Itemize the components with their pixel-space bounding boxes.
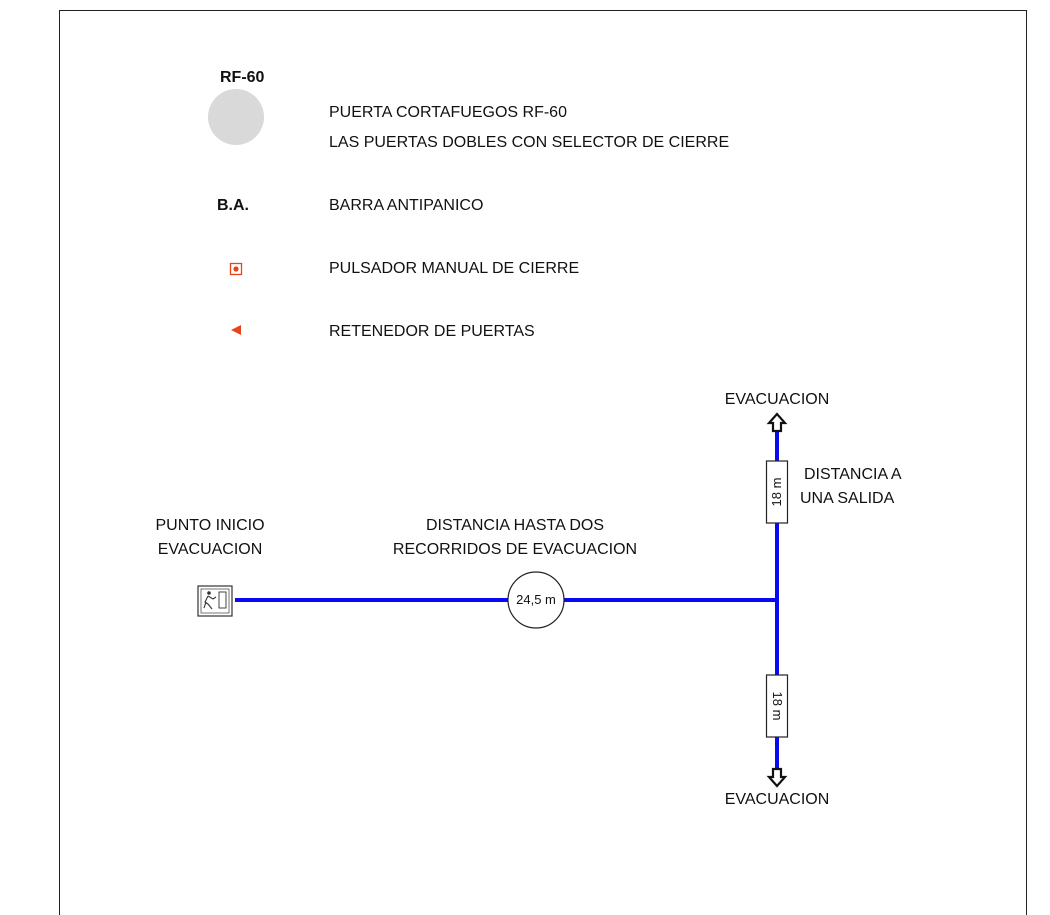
fire-door-description-line2: LAS PUERTAS DOBLES CON SELECTOR DE CIERR… <box>329 134 730 151</box>
drawing-frame <box>59 10 1027 915</box>
door-retainer-description: RETENEDOR DE PUERTAS <box>329 323 535 340</box>
fire-door-description-line1: PUERTA CORTAFUEGOS RF-60 <box>329 104 567 121</box>
top-segment-box <box>765 460 789 524</box>
two-routes-label-line2: RECORRIDOS DE EVACUACION <box>392 541 638 558</box>
door-retainer-icon <box>231 325 241 335</box>
bottom-segment-value: 18 m <box>770 691 785 721</box>
exit-arrow-up-icon <box>766 412 788 433</box>
running-man-exit-icon <box>197 585 233 617</box>
one-exit-label-line1: DISTANCIA A <box>804 466 902 483</box>
top-segment-value: 18 m <box>769 477 784 507</box>
exit-arrow-down-icon <box>766 767 788 788</box>
one-exit-label-line2: UNA SALIDA <box>800 490 895 507</box>
manual-button-description: PULSADOR MANUAL DE CIERRE <box>329 260 580 277</box>
two-routes-label-line1: DISTANCIA HASTA DOS <box>425 517 605 534</box>
bottom-segment-box <box>765 674 789 738</box>
exit-bottom-label: EVACUACION <box>724 791 830 808</box>
panic-bar-description: BARRA ANTIPANICO <box>329 197 484 214</box>
two-routes-distance-marker <box>507 571 565 629</box>
fire-door-symbol-label: RF-60 <box>220 69 265 86</box>
fire-door-symbol-icon <box>208 89 264 145</box>
start-point-label-line2: EVACUACION <box>157 541 263 558</box>
start-point-label-line1: PUNTO INICIO <box>155 517 265 534</box>
panic-bar-symbol-label: B.A. <box>217 197 249 214</box>
exit-top-label: EVACUACION <box>724 391 830 408</box>
manual-button-icon <box>229 262 243 276</box>
two-routes-distance-value: 24,5 m <box>516 592 556 607</box>
